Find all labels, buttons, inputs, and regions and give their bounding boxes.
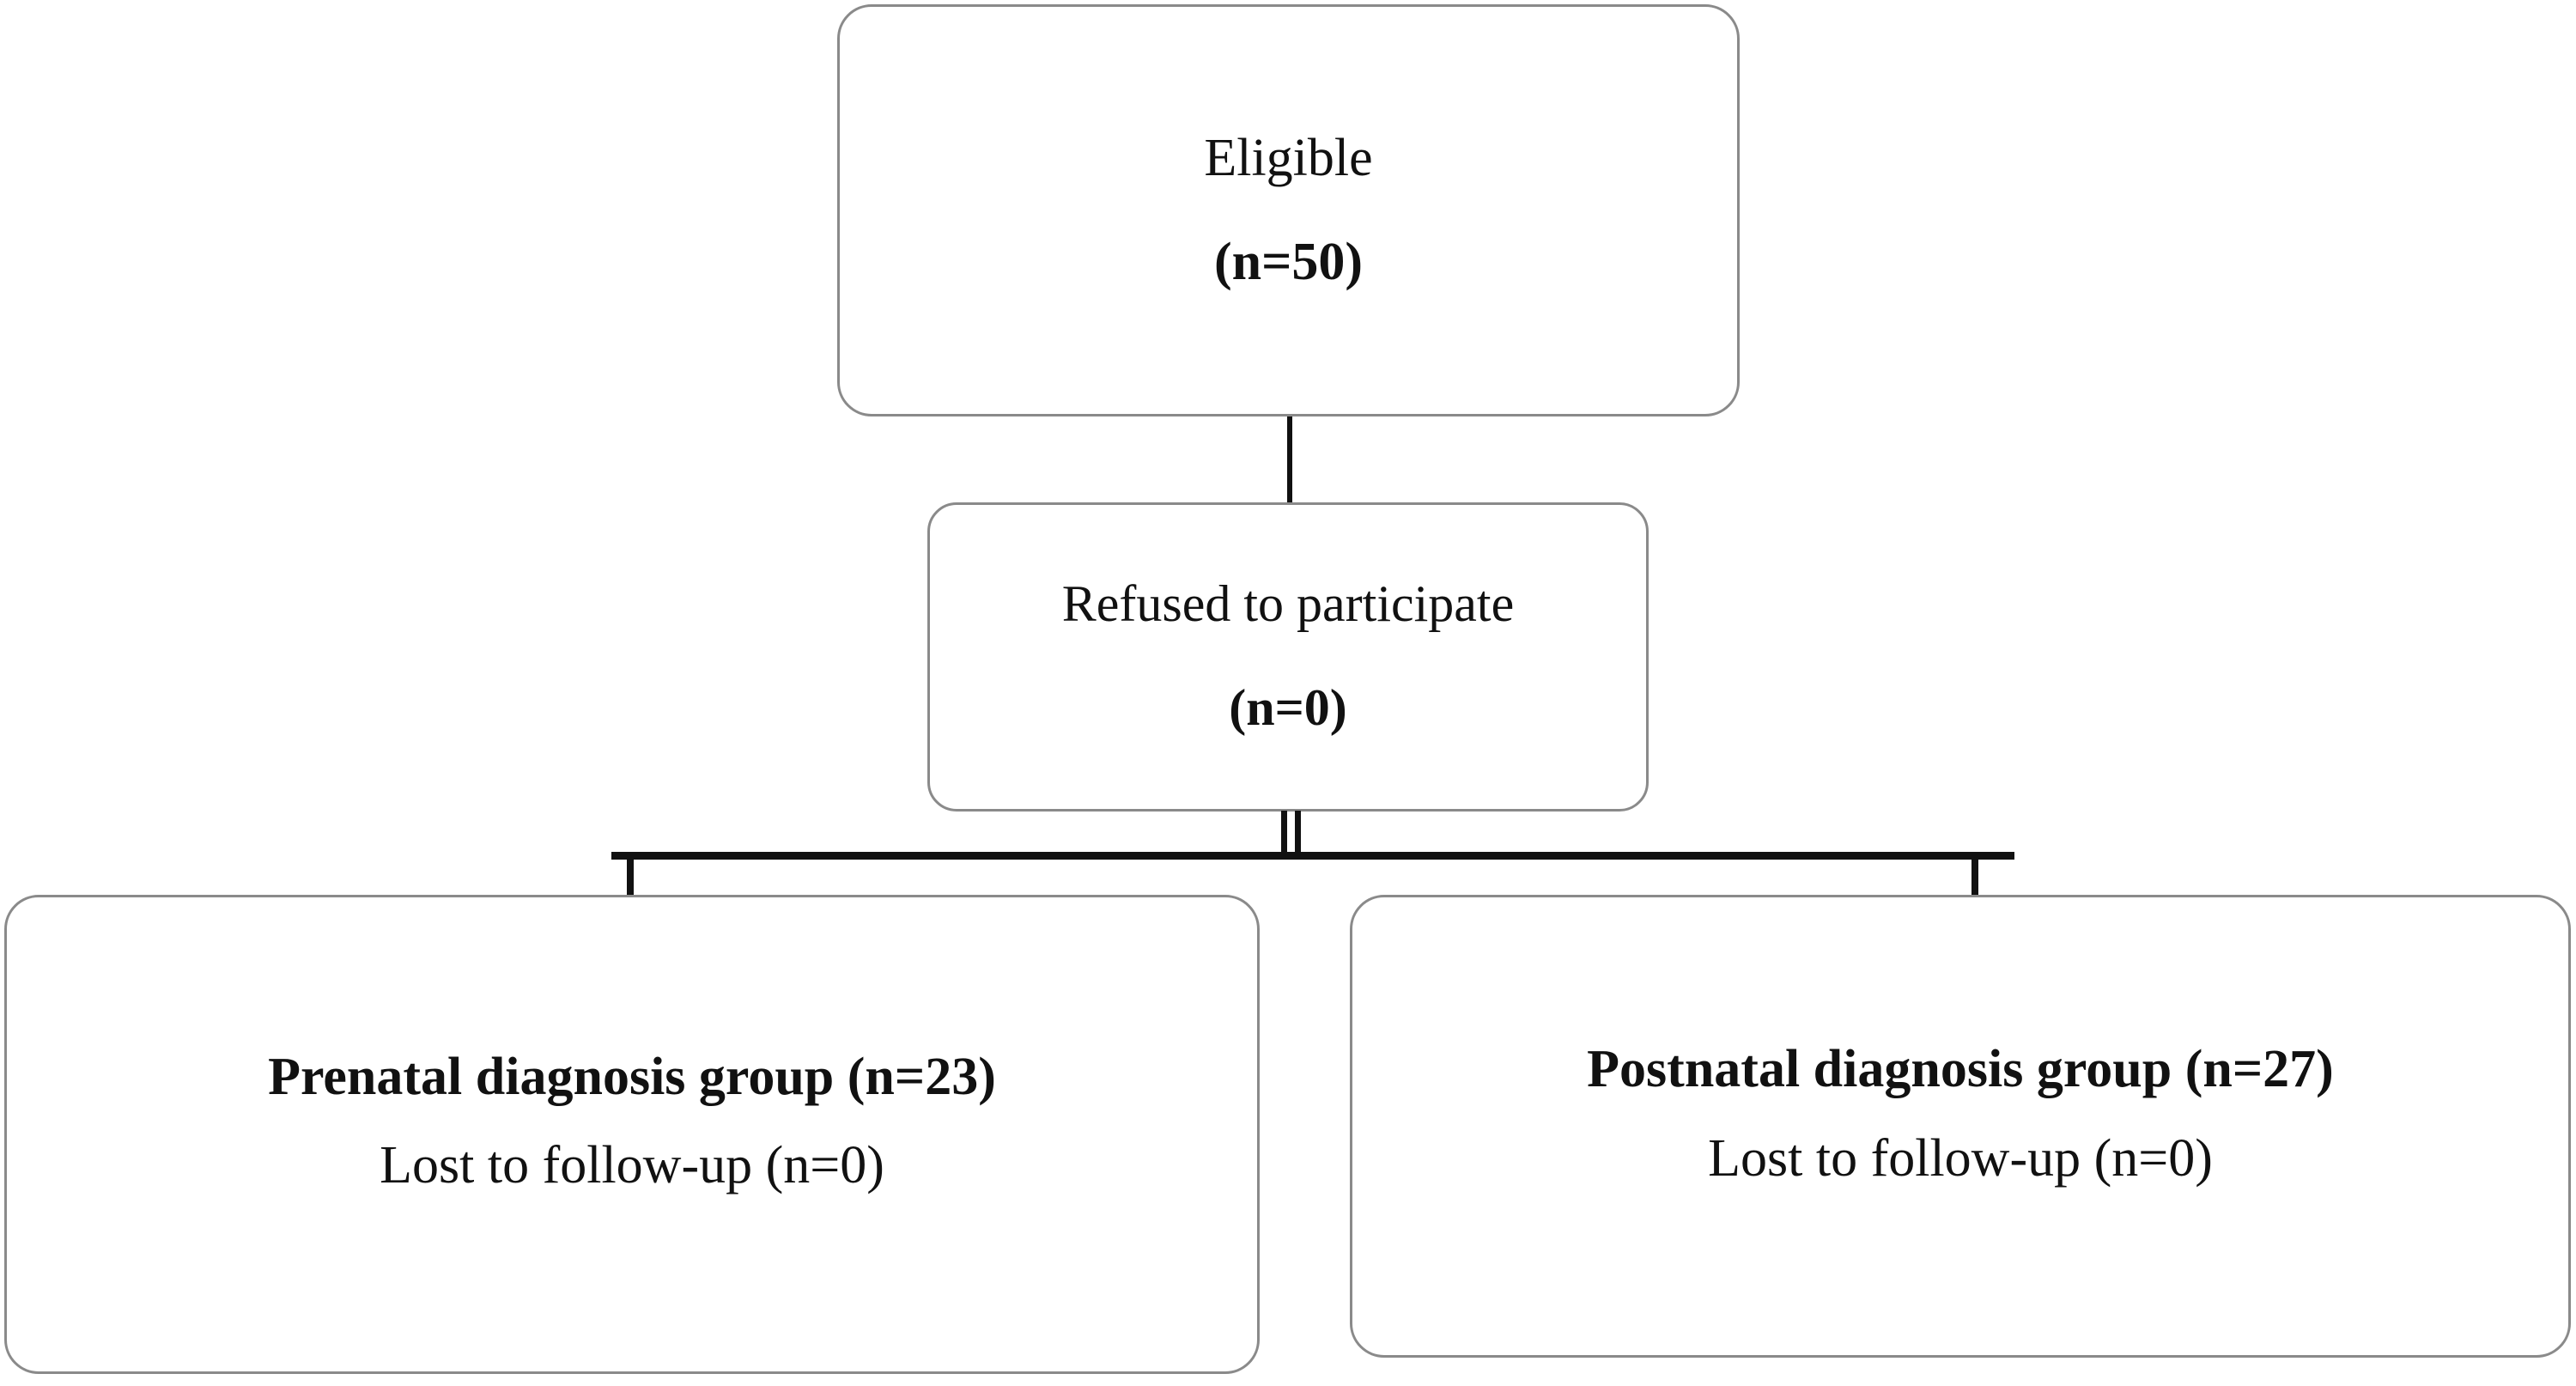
node-eligible: Eligible (n=50): [837, 4, 1740, 416]
node-postnatal-lost-to-followup: Lost to follow-up (n=0): [1708, 1128, 2213, 1188]
connector-eligible-to-refused: [1287, 416, 1292, 504]
connector-split-to-postnatal: [1971, 852, 1978, 898]
connector-refused-to-split-left: [1281, 811, 1287, 858]
connector-split-to-prenatal: [627, 852, 634, 898]
node-refused-count: (n=0): [1229, 679, 1347, 736]
node-prenatal-lost-to-followup: Lost to follow-up (n=0): [380, 1136, 884, 1195]
node-postnatal-diagnosis-group: Postnatal diagnosis group (n=27) Lost to…: [1350, 895, 2571, 1358]
node-prenatal-diagnosis-group: Prenatal diagnosis group (n=23) Lost to …: [4, 895, 1260, 1374]
node-refused-to-participate: Refused to participate (n=0): [927, 502, 1649, 812]
node-postnatal-title: Postnatal diagnosis group (n=27): [1587, 1040, 2334, 1099]
node-eligible-label: Eligible: [1204, 128, 1373, 187]
connector-refused-to-split-right: [1295, 811, 1301, 858]
node-prenatal-title: Prenatal diagnosis group (n=23): [268, 1047, 996, 1106]
connector-split-horizontal-bar: [611, 852, 2014, 860]
node-eligible-count: (n=50): [1213, 233, 1364, 291]
node-refused-label: Refused to participate: [1061, 575, 1515, 632]
